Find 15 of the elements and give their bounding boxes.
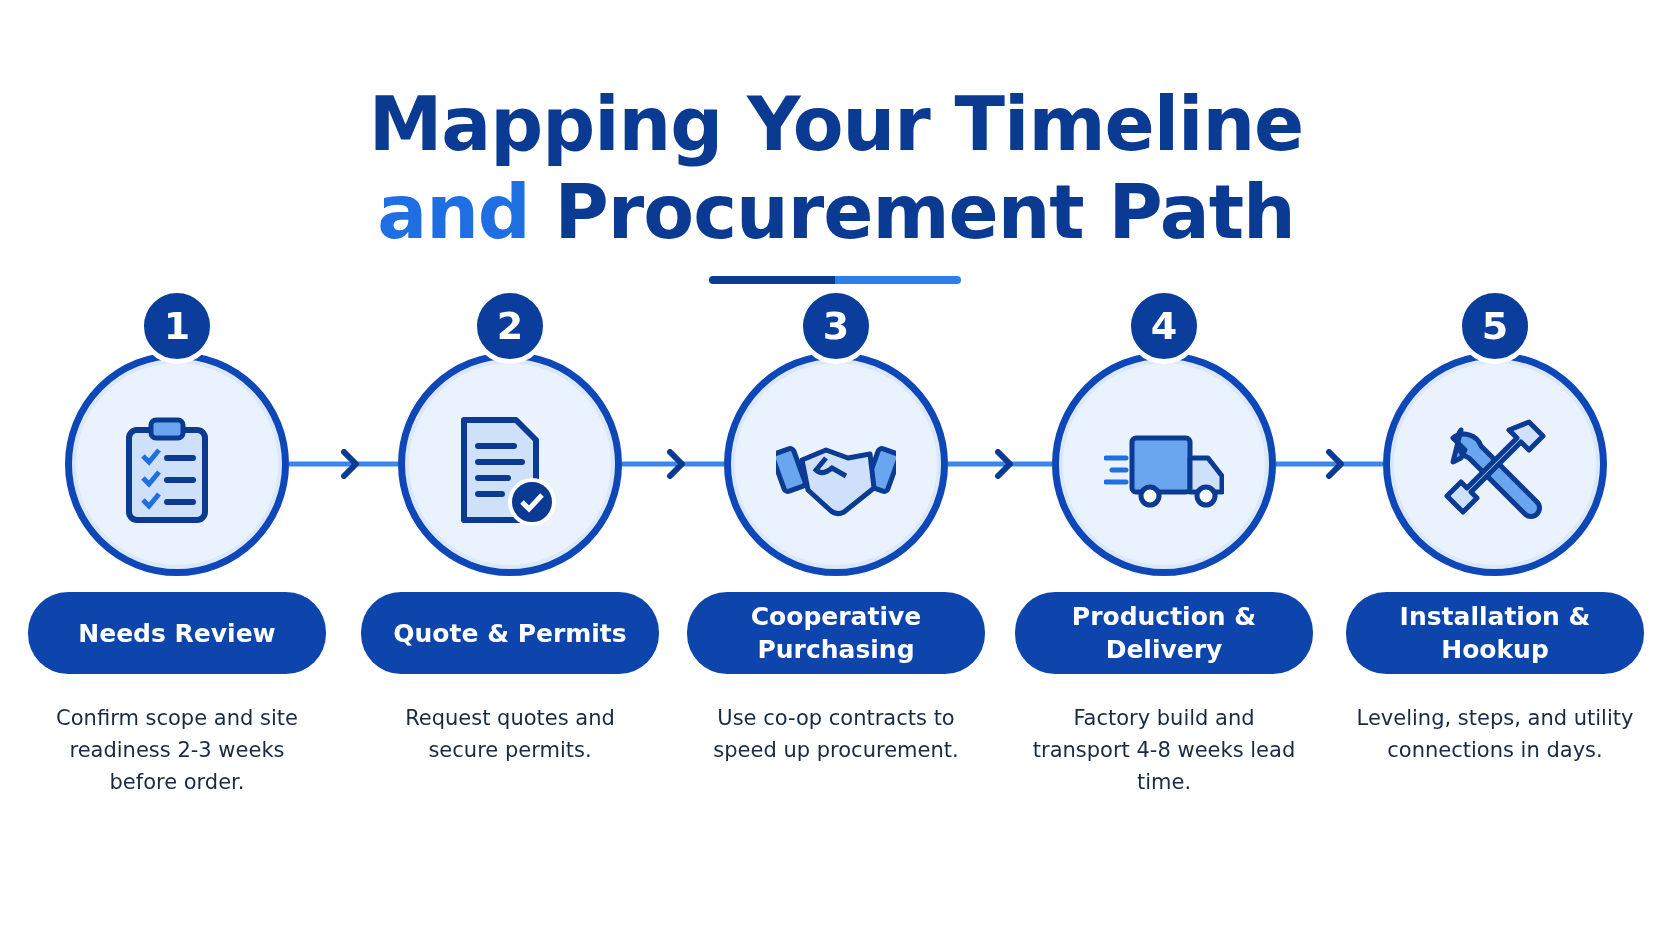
step-label: Production & Delivery [1015,592,1313,674]
step-label: Quote & Permits [361,592,659,674]
arrow [289,449,398,479]
step-description: Use co-op contracts to speed up procurement. [712,705,960,764]
step-label: Needs Review [28,592,326,674]
step-description: Factory build and transport 4-8 weeks lead time. [1031,705,1297,796]
step-label: Installation & Hookup [1346,592,1644,674]
arrow [1276,449,1383,479]
step-description: Request quotes and secure permits. [404,705,616,764]
arrow [622,449,724,479]
step-label: Cooperative Purchasing [687,592,985,674]
step-description: Confirm scope and site readiness 2-3 weeks before order. [55,705,299,796]
title: Mapping Your Timeline and Procurement Path [367,80,1305,256]
step-description: Leveling, steps, and utility connections in days. [1355,705,1635,764]
arrow [948,449,1052,479]
